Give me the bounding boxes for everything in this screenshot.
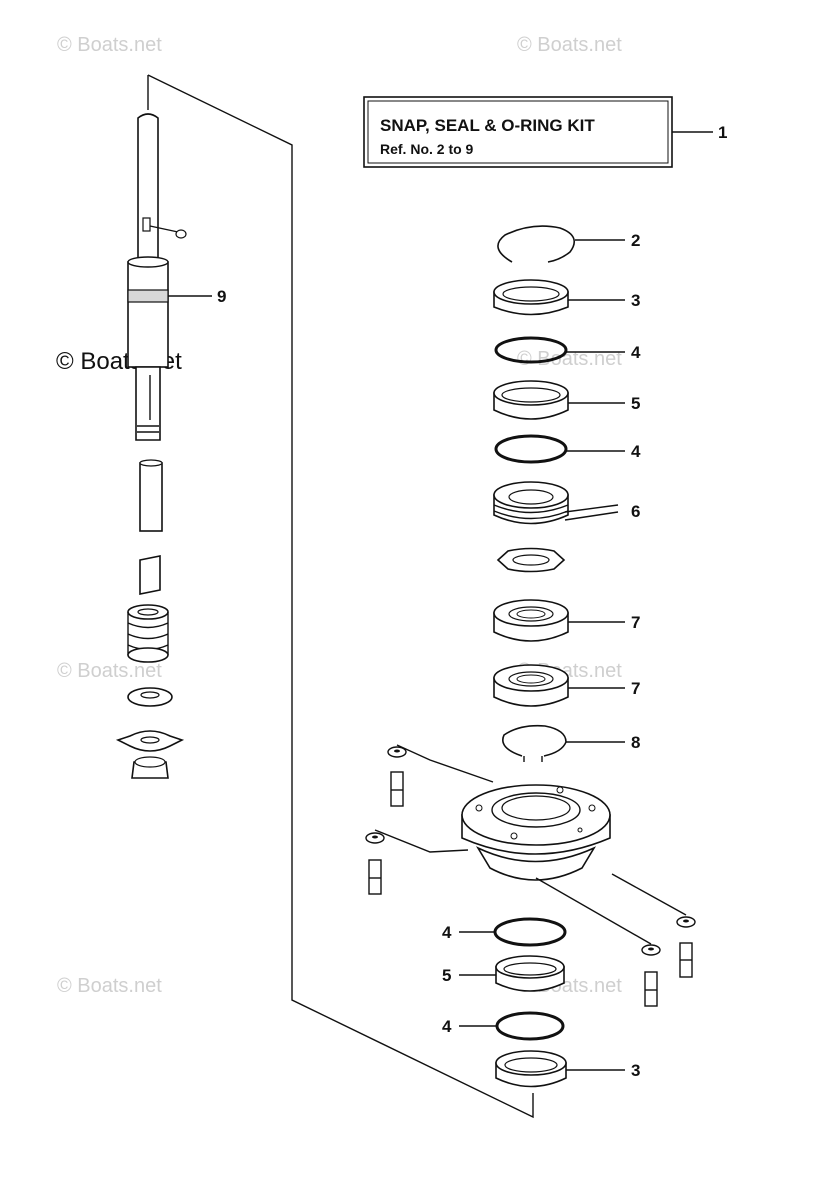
callout-8: 8: [631, 733, 640, 752]
callout-4c: 4: [442, 923, 452, 942]
watermark: © Boats.net: [517, 34, 622, 56]
watermark: © Boats.net: [57, 660, 162, 682]
kit-title: SNAP, SEAL & O-RING KIT: [380, 116, 595, 135]
group-bracket: [147, 74, 534, 1119]
callout-4a: 4: [631, 343, 641, 362]
kit-label-box: SNAP, SEAL & O-RING KIT Ref. No. 2 to 9 …: [363, 96, 727, 168]
seal-stack: 2 3 4 5 4: [365, 225, 696, 1088]
callout-4b: 4: [631, 442, 641, 461]
callout-5b: 5: [442, 966, 451, 985]
kit-subtitle: Ref. No. 2 to 9: [380, 141, 474, 157]
shaft-assembly: 9: [115, 113, 226, 779]
callout-3a: 3: [631, 291, 640, 310]
callout-7b: 7: [631, 679, 640, 698]
callout-kit: 1: [718, 123, 727, 142]
callout-2: 2: [631, 231, 640, 250]
watermark: © Boats.net: [57, 34, 162, 56]
callout-4d: 4: [442, 1017, 452, 1036]
callout-7a: 7: [631, 613, 640, 632]
callout-9: 9: [217, 287, 226, 306]
watermark: © Boats.net: [517, 348, 622, 370]
watermark: © Boats.net: [57, 975, 162, 997]
callout-6: 6: [631, 502, 640, 521]
callout-5a: 5: [631, 394, 640, 413]
callout-3b: 3: [631, 1061, 640, 1080]
